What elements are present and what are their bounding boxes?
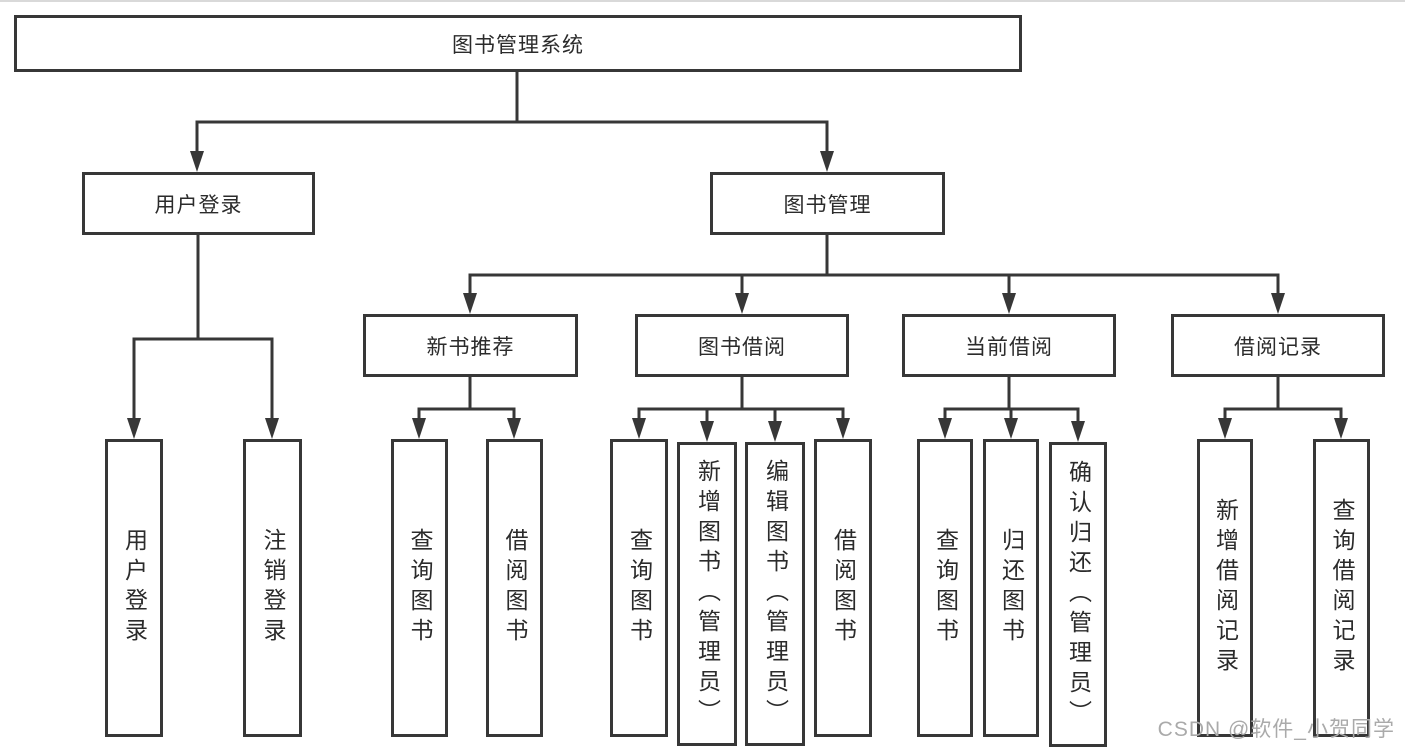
arrow-to-borrow-records bbox=[1271, 293, 1285, 314]
leaf-ns-borrow-books: 借阅图书 bbox=[486, 439, 543, 737]
node-current-borrow: 当前借阅 bbox=[902, 314, 1116, 377]
leaf-jy-edit-books-admin-label: 编辑图书（管理员） bbox=[762, 459, 789, 729]
connector-root-to-level2 bbox=[195, 72, 829, 154]
leaf-jy-edit-books-admin: 编辑图书（管理员） bbox=[745, 442, 805, 746]
connector-user-login-children bbox=[132, 235, 274, 421]
arrow-to-dq-confirm bbox=[1071, 421, 1085, 442]
node-current-borrow-label: 当前借阅 bbox=[965, 335, 1053, 359]
arrow-to-jy-add bbox=[700, 421, 714, 442]
leaf-user-login: 用户登录 bbox=[105, 439, 163, 737]
leaf-logout: 注销登录 bbox=[243, 439, 302, 737]
leaf-jl-add-record-label: 新增借阅记录 bbox=[1212, 498, 1239, 678]
leaf-dq-confirm-return-admin-label: 确认归还（管理员） bbox=[1065, 459, 1092, 730]
node-book-mgmt-label: 图书管理 bbox=[783, 193, 872, 217]
node-borrow-records-label: 借阅记录 bbox=[1234, 335, 1322, 359]
leaf-jy-borrow-books-label: 借阅图书 bbox=[830, 528, 857, 648]
arrow-to-jy-edit bbox=[768, 421, 782, 442]
node-user-login: 用户登录 bbox=[82, 172, 315, 235]
connector-borrow-records-children bbox=[1223, 377, 1343, 421]
node-root-label: 图书管理系统 bbox=[452, 33, 584, 57]
node-root: 图书管理系统 bbox=[14, 15, 1022, 72]
leaf-jl-query-record: 查询借阅记录 bbox=[1313, 439, 1370, 737]
arrow-to-ns-borrow bbox=[507, 418, 521, 439]
leaf-dq-return-books: 归还图书 bbox=[983, 439, 1039, 737]
leaf-dq-query-books: 查询图书 bbox=[917, 439, 973, 737]
leaf-ns-borrow-books-label: 借阅图书 bbox=[502, 528, 528, 648]
leaf-dq-return-books-label: 归还图书 bbox=[998, 528, 1025, 648]
connector-current-borrow-children bbox=[943, 377, 1080, 424]
node-new-recommend-label: 新书推荐 bbox=[426, 335, 515, 359]
leaf-jl-query-record-label: 查询借阅记录 bbox=[1329, 498, 1355, 678]
node-borrow-records: 借阅记录 bbox=[1171, 314, 1385, 377]
arrow-to-jy-borrow bbox=[836, 418, 850, 439]
arrow-to-dq-query bbox=[938, 418, 952, 439]
node-book-borrow-label: 图书借阅 bbox=[698, 335, 786, 359]
arrow-to-jl-query bbox=[1334, 418, 1348, 439]
node-book-mgmt: 图书管理 bbox=[710, 172, 945, 235]
arrow-to-user-login bbox=[190, 151, 204, 172]
leaf-jy-add-books-admin-label: 新增图书（管理员） bbox=[694, 459, 721, 729]
arrow-to-new-recommend bbox=[463, 293, 477, 314]
csdn-watermark: CSDN @软件_小贺同学 bbox=[1157, 718, 1395, 741]
node-book-borrow: 图书借阅 bbox=[635, 314, 849, 377]
arrow-to-ns-query bbox=[412, 418, 426, 439]
leaf-user-login-label: 用户登录 bbox=[121, 528, 148, 648]
leaf-jl-add-record: 新增借阅记录 bbox=[1197, 439, 1253, 737]
arrow-to-user-login-v bbox=[127, 418, 141, 439]
leaf-logout-label: 注销登录 bbox=[260, 528, 286, 648]
node-new-recommend: 新书推荐 bbox=[363, 314, 578, 377]
connector-new-recommend-children bbox=[417, 377, 516, 421]
leaf-ns-query-books: 查询图书 bbox=[391, 439, 448, 737]
arrow-to-jl-add bbox=[1218, 418, 1232, 439]
leaf-jy-query-books-label: 查询图书 bbox=[626, 528, 653, 648]
arrow-to-book-borrow bbox=[735, 293, 749, 314]
leaf-dq-confirm-return-admin: 确认归还（管理员） bbox=[1049, 442, 1107, 747]
arrow-to-current-borrow bbox=[1002, 293, 1016, 314]
connector-book-mgmt-children bbox=[468, 235, 1280, 296]
arrow-to-jy-query bbox=[632, 418, 646, 439]
connector-book-borrow-children bbox=[637, 377, 845, 424]
leaf-jy-add-books-admin: 新增图书（管理员） bbox=[677, 442, 737, 746]
leaf-jy-borrow-books: 借阅图书 bbox=[814, 439, 872, 737]
arrowheads bbox=[127, 151, 1348, 442]
node-user-login-label: 用户登录 bbox=[154, 193, 243, 217]
leaf-jy-query-books: 查询图书 bbox=[610, 439, 668, 737]
arrow-to-dq-return bbox=[1004, 418, 1018, 439]
leaf-dq-query-books-label: 查询图书 bbox=[932, 528, 959, 648]
leaf-ns-query-books-label: 查询图书 bbox=[407, 528, 433, 648]
arrow-to-book-mgmt bbox=[820, 151, 834, 172]
arrow-to-logout-v bbox=[265, 418, 279, 439]
